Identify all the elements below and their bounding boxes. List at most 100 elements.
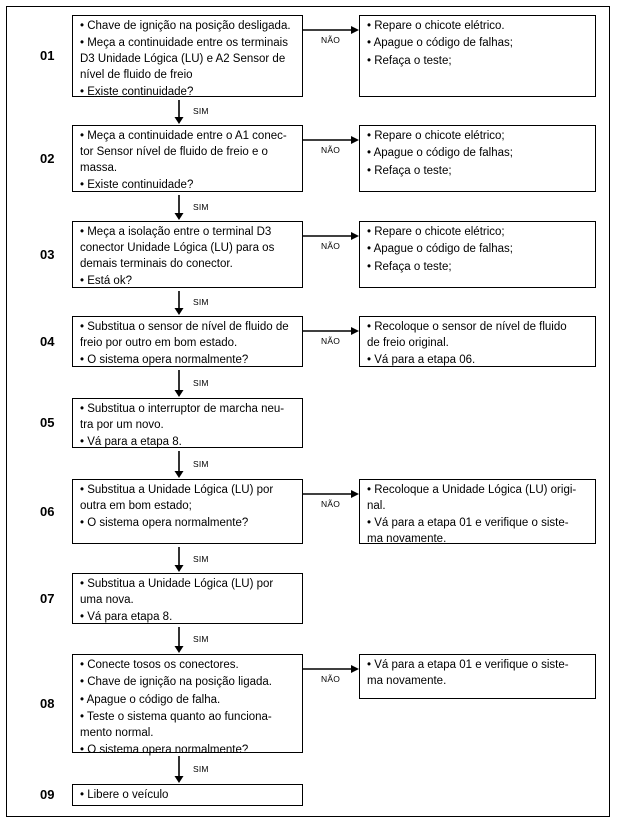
yes-arrow-head	[174, 565, 184, 572]
bullet-text: • Substitua o sensor de nível de fluido …	[80, 321, 289, 333]
no-outcome-box: • Recoloque a Unidade Lógica (LU) origi-…	[359, 479, 596, 545]
bullet-text: • Está ok?	[80, 274, 132, 287]
bullet-text: • Libere o veículo	[80, 789, 169, 801]
no-arrow-head	[351, 665, 359, 673]
no-outcome-box: • Vá para a etapa 01 e verifique o siste…	[359, 654, 596, 699]
step-number: 09	[40, 787, 55, 802]
no-outcome-box: • Repare o chicote elétrico. • Apague o c…	[359, 15, 596, 97]
no-label: NÃO	[321, 499, 341, 509]
bullet-text: massa.	[80, 161, 118, 174]
bullet-item: • Repare o chicote elétrico;	[367, 225, 589, 241]
bullet-text: • Substitua a Unidade Lógica (LU) por	[80, 484, 274, 496]
yes-label: SIM	[193, 377, 209, 388]
no-arrow-head	[351, 26, 359, 34]
step-number: 05	[40, 415, 55, 430]
bullet-text: • O sistema opera normalmente?	[80, 743, 249, 756]
no-label: NÃO	[321, 241, 341, 251]
bullet-text: • Chave de ignição na posição ligada.	[80, 676, 272, 689]
step-number: 07	[40, 590, 55, 606]
no-outcome-box: • Repare o chicote elétrico;• Apague o c…	[359, 221, 596, 288]
bullet-item: • Refaça o teste;	[367, 260, 589, 276]
bullet-text: freio por outro em bom estado.	[80, 336, 238, 349]
step-box: • Libere o veículo	[72, 784, 303, 806]
bullet-item: • Refaça o teste;	[367, 164, 589, 180]
no-arrow-head	[351, 327, 359, 335]
bullet-text: tor Sensor nível de fluido de freio e o	[80, 145, 268, 158]
yes-arrow-head	[174, 471, 184, 478]
bullet-text: • O sistema opera normalmente?	[80, 517, 249, 530]
bullet-text: nível de fluido de freio	[80, 68, 193, 81]
bullet-text: • Repare o chicote elétrico.	[367, 20, 505, 32]
yes-arrow-head	[174, 213, 184, 220]
bullet-item: • Repare o chicote elétrico.	[367, 19, 589, 35]
bullet-text: • Refaça o teste;	[367, 54, 452, 67]
step-box: • Conecte tosos os conectores. • Chave de…	[72, 654, 303, 756]
bullet-item: • Chave de ignição na posição desligada.	[80, 19, 296, 35]
bullet-text: • Substitua a Unidade Lógica (LU) por	[80, 578, 274, 590]
bullet-item: • Conecte tosos os conectores.	[80, 658, 296, 674]
bullet-item: • Meça a continuidade entre os terminais…	[80, 36, 296, 83]
bullet-text: • Recoloque o sensor de nível de fluido	[367, 321, 567, 333]
bullet-text: • Meça a continuidade entre os terminais	[80, 37, 288, 50]
bullet-text: conector Unidade Lógica (LU) para os	[80, 241, 275, 254]
no-label: NÃO	[321, 674, 341, 684]
no-label: NÃO	[321, 35, 341, 45]
flowchart-frame	[6, 6, 610, 817]
yes-label: SIM	[193, 634, 209, 644]
bullet-item: • Vá para etapa 8.	[80, 610, 296, 626]
yes-label: SIM	[193, 201, 209, 212]
bullet-text: • O sistema opera normalmente?	[80, 354, 249, 367]
bullet-item: • Vá para a etapa 01 e verifique o siste…	[367, 658, 589, 690]
no-label: NÃO	[321, 145, 341, 155]
bullet-text: ma novamente.	[367, 674, 447, 687]
bullet-text: • Refaça o teste;	[367, 260, 452, 273]
bullet-text: de freio original.	[367, 336, 449, 349]
bullet-item: • O sistema opera normalmente?	[80, 353, 296, 369]
bullet-item: • Repare o chicote elétrico;	[367, 129, 589, 145]
bullet-text: • Meça a continuidade entre o A1 conec-	[80, 130, 287, 142]
bullet-text: mento normal.	[80, 726, 154, 739]
no-outcome-box: • Recoloque o sensor de nível de fluido d…	[359, 316, 596, 367]
bullet-item: • Substitua o interruptor de marcha neu-…	[80, 402, 296, 434]
bullet-item: • Substitua o sensor de nível de fluido …	[80, 320, 296, 352]
bullet-text: • Vá para a etapa 8.	[80, 436, 182, 449]
yes-arrow-head	[174, 390, 184, 397]
bullet-item: • Refaça o teste;	[367, 54, 589, 70]
bullet-item: • Chave de ignição na posição ligada.	[80, 675, 296, 691]
bullet-item: • Está ok?	[80, 274, 296, 290]
step-box: • Substitua o sensor de nível de fluido …	[72, 316, 303, 367]
bullet-text: • Vá para a etapa 01 e verifique o siste…	[367, 517, 569, 530]
step-box: • Chave de ignição na posição desligada.…	[72, 15, 303, 98]
bullet-item: • Existe continuidade?	[80, 85, 296, 101]
no-arrow-head	[351, 232, 359, 240]
bullet-text: nal.	[367, 499, 386, 512]
step-box: • Meça a continuidade entre o A1 conec-t…	[72, 125, 303, 192]
step-number: 08	[40, 695, 55, 711]
bullet-item: • Substitua a Unidade Lógica (LU) por uma…	[80, 577, 296, 609]
bullet-text: • Substitua o interruptor de marcha neu-	[80, 403, 285, 415]
yes-label: SIM	[193, 106, 209, 116]
bullet-item: • Apague o código de falhas;	[367, 146, 589, 162]
bullet-text: ma novamente.	[367, 532, 447, 545]
step-number: 04	[40, 333, 55, 349]
step-number: 03	[40, 246, 55, 262]
bullet-text: uma nova.	[80, 593, 134, 606]
bullet-text: • Existe continuidade?	[80, 178, 194, 191]
bullet-item: • Existe continuidade?	[80, 178, 296, 194]
bullet-text: • Existe continuidade?	[80, 86, 194, 99]
bullet-item: • O sistema opera normalmente?	[80, 516, 296, 532]
bullet-item: • Apague o código de falhas;	[367, 36, 589, 52]
bullet-text: • Chave de ignição na posição desligada.	[80, 20, 291, 32]
bullet-item: • Libere o veículo	[80, 788, 296, 804]
bullet-text: • Vá para a etapa 06.	[367, 354, 476, 367]
no-arrow-head	[351, 490, 359, 498]
no-outcome-box: • Repare o chicote elétrico;• Apague o c…	[359, 125, 596, 192]
step-number: 02	[40, 150, 55, 166]
yes-arrow-head	[174, 646, 184, 653]
yes-arrow-head	[174, 776, 184, 783]
bullet-text: • Apague o código de falhas;	[367, 37, 513, 50]
yes-arrow-head	[174, 117, 184, 124]
